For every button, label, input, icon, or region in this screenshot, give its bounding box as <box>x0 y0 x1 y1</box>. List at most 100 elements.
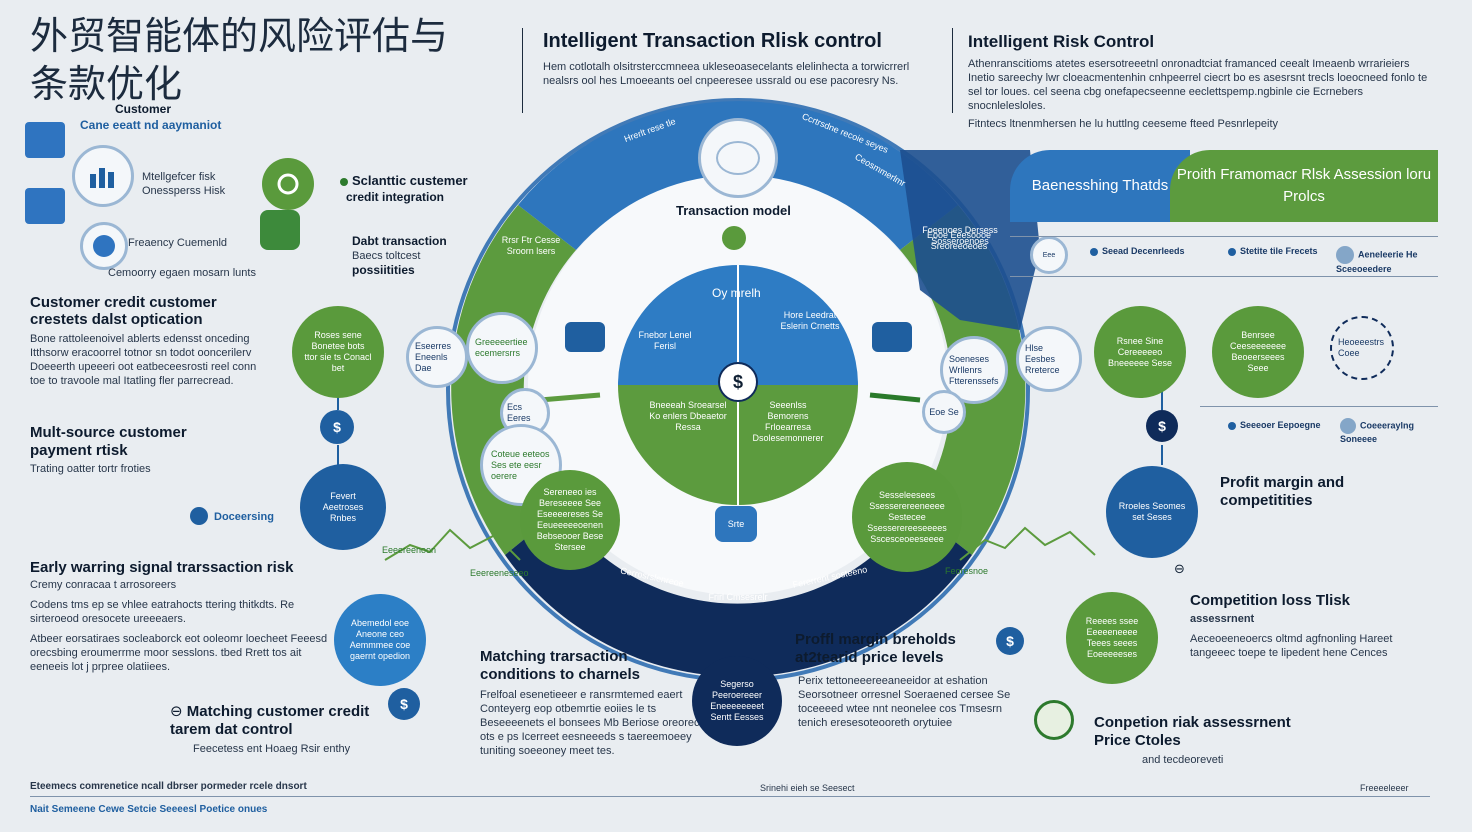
profit-threshold-title: Proffl margin breholds at2tearid price l… <box>795 631 956 666</box>
early-warning-sub: Cremy conracaa t arrosoreers <box>30 579 177 591</box>
trends-banner: Baenesshing Thatds <box>1010 150 1190 222</box>
cube-icon <box>25 188 65 224</box>
matching-tx-title: Matching trarsaction conditions to charn… <box>480 648 641 683</box>
row-divider <box>1010 276 1438 277</box>
right-green-node-3: Reeees ssee Eeeeeneeee Teees seees Eoeee… <box>1066 592 1158 684</box>
debt-sub2: possiitities <box>352 263 415 277</box>
left-bubble-1: Eseerres Eneenls Dae <box>406 326 468 388</box>
early-warning-title: Early warring signal trarssaction risk <box>30 559 294 576</box>
customer-heading: Customer <box>115 102 172 116</box>
center-desc: Hem cotlotalh olsitrsterccmneea ukleseoa… <box>543 61 910 87</box>
multi-source-title: Mult-source customer payment rtisk <box>30 424 187 459</box>
minus-icon: ⊖ <box>1174 561 1185 576</box>
dollar-center-icon: $ <box>718 362 758 402</box>
right-heading: Intelligent Risk Control <box>968 32 1155 51</box>
comp-loss-sub: assessrnent <box>1190 613 1255 625</box>
graph-label-left: Eeeereenoon <box>382 545 437 555</box>
profit-threshold-desc: Perix tettoneeereeaneeidor at eshation S… <box>798 675 1011 729</box>
building-icon <box>260 210 300 250</box>
map-icon <box>565 322 605 352</box>
dollar-icon: $ <box>996 627 1024 655</box>
right-bubble-1: Hlse Eesbes Rreterce <box>1016 326 1082 392</box>
early-warning-desc-1: Codens tms ep se vhlee eatrahocts tterin… <box>30 599 295 625</box>
multi-source-sub: Trating oatter tortr froties <box>30 463 151 475</box>
cycle-icon: Heoeeestrs Coee <box>1330 316 1394 380</box>
matching-credit-sub: Feecetess ent Hoaeg Rsir enthy <box>193 743 351 755</box>
debt-label: Dabt transaction <box>352 234 447 248</box>
core-bottom-left: Bneeeah Sroearsel Ko enlers Dbeaetor Res… <box>649 400 727 432</box>
bubble-icon: Eee <box>1030 236 1068 274</box>
footer-note-2: Nait Semeene Cewe Setcie Seeeesl Poetice… <box>30 804 268 815</box>
credit-opt-title: Customer credit customer crestets dalst … <box>30 294 217 328</box>
comp-price-title: Conpetion riak assessrnent Price Ctoles <box>1094 714 1291 749</box>
footer-divider <box>30 796 1430 797</box>
leaf-icon <box>722 226 746 250</box>
navy-node: Segerso Peeroereeer Eneeeeeeeet Sentt Ee… <box>692 656 782 746</box>
right-row2-item-2: Coeeeraylng Soneeee <box>1340 418 1440 445</box>
right-green-node-1: Rsnee Sine Cereeeeeo Bneeeeee Sese <box>1094 306 1186 398</box>
circle-icon <box>80 222 128 270</box>
right-green-node: Sesseleesees Ssesserereeneeee Sestecee S… <box>852 462 962 572</box>
right-segment-label: Foeenoes Dersess Sosseroenoes <box>922 225 998 246</box>
refresh-icon <box>262 158 314 210</box>
core-top-right: Hore Leedrat Eslerin Crnetts <box>780 310 840 331</box>
shield-icon: Srte <box>715 506 757 542</box>
bottom-center-label: Frirl Cmsesrelr <box>708 592 768 602</box>
map-icon <box>872 322 912 352</box>
dollar-icon: $ <box>320 410 354 444</box>
right-row1-item-1: Seead Decenrleeds <box>1090 246 1190 257</box>
comp-loss-title: Competition loss Tlisk <box>1190 592 1351 609</box>
right-blue-node: Rroeles Seomes set Seses <box>1106 466 1198 558</box>
graph-label-mid: Eeereeneseeo <box>470 568 529 578</box>
core-label: Oy mrelh <box>712 286 761 300</box>
right-note: Fitntecs ltnenmhersen he lu huttlng cees… <box>968 118 1279 130</box>
early-warning-desc-2: Atbeer eorsatiraes socleaborck eot ooleo… <box>30 633 328 673</box>
matching-tx-desc: Frelfoal esenetieeer e ransrmtemed eaert… <box>480 689 702 757</box>
graph-label-right: Feoresnoe <box>945 566 989 576</box>
intel-risk-label: Mtellgefcer fisk Onessperss Hisk <box>142 171 226 197</box>
right-bubble-3: Eoe Se <box>922 390 966 434</box>
scientific-label: Sclanttic custemer <box>340 173 468 188</box>
frequency-label: Freaency Cuemenld <box>128 237 228 249</box>
green-node: Roses sene Bonetee bots ttor sie ts Cona… <box>292 306 384 398</box>
core-top-left: Fnebor Lenel Ferisl <box>638 330 692 351</box>
right-row1-item-3: Aeneleerie He Sceeoeedere <box>1336 246 1436 275</box>
divider-right <box>952 28 953 113</box>
blue-node: Fevert Aeetroses Rnbes <box>300 464 386 550</box>
dot-icon <box>190 507 208 525</box>
right-desc: Athenranscitioms atetes esersotreeetnl o… <box>968 58 1428 112</box>
footer-note-1: Eteemecs comrenetice ncall dbrser pormed… <box>30 781 307 792</box>
doc-label: Doceersing <box>214 511 274 523</box>
blue-node-2: Abemedol eoe Aneone ceo Aemmmee coe gaer… <box>334 594 426 686</box>
right-green-node-2: Benrsee Ceeseeeeeee Beoeerseees Seee <box>1212 306 1304 398</box>
dollar-icon: $ <box>1146 410 1178 442</box>
row-divider <box>1010 236 1438 237</box>
core-bottom-right: Seeenlss Bemorens Frloearresa Dsolesemon… <box>752 400 824 443</box>
right-row2-item-1: Seeeoer Eepoegne <box>1228 420 1328 431</box>
left-segment-label: Rrsr Ftr Cesse Sroorn lsers <box>501 235 561 256</box>
comp-price-sub: and tecdeoreveti <box>1142 754 1224 766</box>
map-text: Eooe Eeesoooe Sreoreeoeoes <box>926 230 992 251</box>
left-bubble-2: Greeeeertiee ecemersrrs <box>466 312 538 384</box>
model-label: Transaction model <box>676 203 791 218</box>
center-heading: Intelligent Transaction Rlisk control <box>543 30 882 52</box>
lens-icon <box>698 118 778 198</box>
profit-banner: Proith Framomacr Rlsk Assession loru Pro… <box>1170 150 1438 222</box>
profit-margin-title: Profit margin and competitities <box>1220 474 1345 509</box>
badge-icon <box>1034 700 1074 740</box>
left-green-node: Sereneeo ies Bereseeee See Eseeeereses S… <box>520 470 620 570</box>
matching-credit-title: ⊖ Matching customer credit tarem dat con… <box>170 703 370 738</box>
company-label: Cemoorry egaen mosarn lunts <box>108 267 256 279</box>
customer-subheading: Cane eeatt nd aaymaniot <box>80 118 222 132</box>
cube-icon <box>25 122 65 158</box>
chart-icon <box>72 145 134 207</box>
credit-opt-desc: Bone rattoleenoivel ablerts edensst once… <box>30 333 257 387</box>
footer-right: Freeeeleeer <box>1360 783 1409 793</box>
divider-left <box>522 28 523 113</box>
debt-sub: Baecs toltcest <box>352 250 421 262</box>
right-row1-item-2: Stetite tile Frecets <box>1228 246 1328 257</box>
row-divider <box>1200 406 1438 407</box>
page-title: 外贸智能体的风险评估与条款优化 <box>30 14 449 106</box>
comp-loss-desc: Aeceoeeneoercs oltmd agfnonling Hareet t… <box>1190 633 1393 659</box>
